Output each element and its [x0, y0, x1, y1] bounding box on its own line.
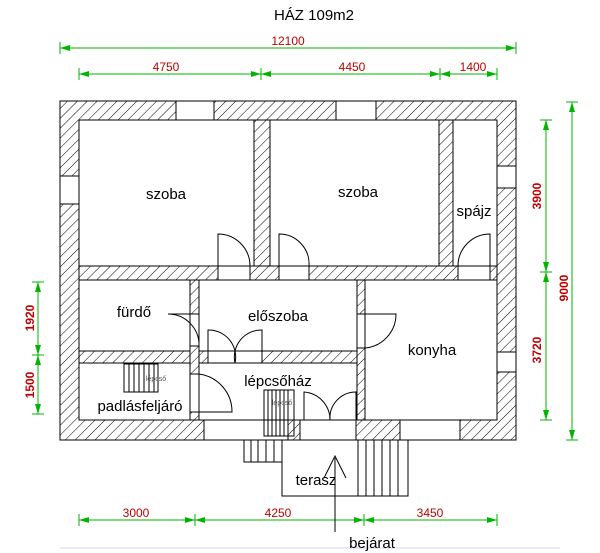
room-spajz: spájz	[456, 203, 491, 220]
room-szoba-2: szoba	[338, 184, 379, 201]
doors	[167, 233, 491, 421]
dim-top-3: 1400	[460, 60, 487, 74]
room-szoba-1: szoba	[146, 186, 187, 203]
dimension-top-row: 4750 4450 1400	[78, 60, 498, 80]
stairs-lepcsohaz	[263, 389, 295, 437]
room-eloszoba: előszoba	[248, 308, 309, 325]
dim-top-2: 4450	[339, 60, 366, 74]
dim-right-top: 3900	[530, 182, 544, 209]
dim-bottom-3: 3450	[417, 506, 444, 520]
room-terasz: terasz	[296, 472, 337, 489]
room-lepcsohaz: lépcsőház	[244, 373, 312, 390]
entrance-arrow	[323, 454, 347, 532]
dim-bottom-2: 4250	[265, 506, 292, 520]
dimension-total-width: 12100	[59, 34, 517, 54]
stairs-padlas	[123, 363, 159, 393]
dim-right-total: 9000	[557, 274, 571, 301]
dimension-left: 1920 1500	[23, 281, 44, 415]
stair-label-a: lépcső	[146, 376, 166, 383]
room-konyha: konyha	[408, 342, 457, 359]
dim-left-top: 1920	[23, 304, 37, 331]
plan-title: HÁZ 109m2	[274, 7, 354, 24]
room-padlasfeljaro: padlásfeljáró	[97, 398, 182, 415]
label-bejarat: bejárat	[349, 535, 396, 552]
room-furdo: fürdő	[117, 304, 151, 321]
dim-right-bottom: 3720	[530, 336, 544, 363]
dimension-bottom: 3000 4250 3450	[60, 506, 560, 549]
terrace	[243, 439, 409, 497]
dim-bottom-1: 3000	[123, 506, 150, 520]
stair-label-b: lépcső	[272, 400, 292, 407]
dim-left-bottom: 1500	[23, 371, 37, 398]
dim-top-1: 4750	[153, 60, 180, 74]
dimension-right: 3900 3720 9000	[530, 101, 578, 441]
dim-total-width: 12100	[271, 34, 305, 48]
